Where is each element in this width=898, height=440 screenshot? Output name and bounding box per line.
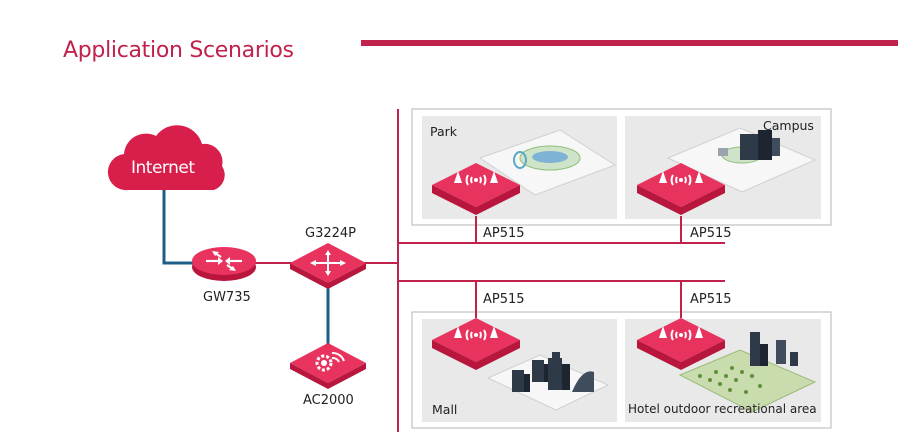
router-icon bbox=[192, 247, 256, 281]
switch-label: G3224P bbox=[305, 226, 356, 241]
ap-hotel-label: AP515 bbox=[690, 292, 732, 307]
internet-cloud bbox=[107, 125, 225, 191]
ap-mall-label: AP515 bbox=[483, 292, 525, 307]
campus-illustration bbox=[666, 127, 817, 193]
hotel-illustration bbox=[678, 332, 817, 413]
internet-label: Internet bbox=[131, 158, 195, 178]
controller-label: AC2000 bbox=[303, 393, 354, 408]
campus-label: Campus bbox=[763, 118, 814, 133]
gateway-label: GW735 bbox=[203, 290, 251, 305]
title-rule bbox=[361, 40, 898, 46]
ap-park-label: AP515 bbox=[483, 226, 525, 241]
hotel-label: Hotel outdoor recreational area bbox=[628, 402, 817, 416]
mall-label: Mall bbox=[432, 402, 458, 417]
park-label: Park bbox=[430, 124, 458, 139]
controller-icon bbox=[290, 343, 366, 389]
backbone-links bbox=[253, 109, 725, 432]
page-title: Application Scenarios bbox=[63, 38, 294, 63]
switch-icon bbox=[290, 243, 366, 289]
mall-illustration bbox=[486, 352, 610, 411]
ap-campus-label: AP515 bbox=[690, 226, 732, 241]
blue-links bbox=[162, 190, 330, 350]
park-illustration bbox=[478, 129, 617, 196]
